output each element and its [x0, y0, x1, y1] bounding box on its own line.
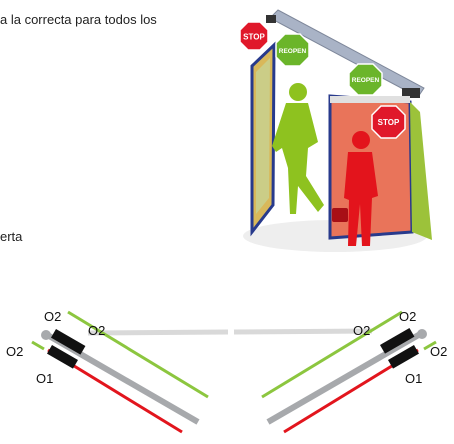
- left-door-glass: [256, 58, 270, 214]
- stop-sign-right-label: STOP: [378, 118, 400, 127]
- right-green-beam-upper: [261, 310, 403, 399]
- right-green-beam-lower: [423, 340, 437, 351]
- left-label-o2-top: O2: [44, 309, 61, 324]
- door-text-fragment: erta: [0, 229, 23, 244]
- header-sensor-left: [266, 15, 276, 23]
- reopen-sign-left: REOPEN: [275, 33, 310, 67]
- intro-text-fragment: a la correcta para todos los: [0, 12, 157, 27]
- person-walking-green: [272, 83, 324, 214]
- header-motor: [402, 88, 420, 98]
- closing-line-right: [233, 328, 373, 335]
- left-green-beam-upper: [67, 310, 209, 399]
- left-pivot: [41, 330, 51, 340]
- right-sensor-o2: [380, 328, 415, 354]
- left-label-o2-mid: O2: [88, 323, 105, 338]
- left-sensor-o2: [51, 329, 86, 355]
- stop-sign-right: STOP: [371, 105, 406, 139]
- reopen-sign-right-label: REOPEN: [352, 77, 380, 84]
- person-standing-red: [332, 131, 378, 246]
- right-label-o2-mid: O2: [353, 323, 370, 338]
- left-green-beam-lower: [31, 340, 45, 351]
- right-label-o2-right: O2: [430, 344, 447, 359]
- closing-line-left: [87, 329, 229, 336]
- right-label-o1: O1: [405, 371, 422, 386]
- reopen-sign-right: REOPEN: [348, 63, 383, 96]
- stop-sign-left-label: STOP: [243, 33, 265, 42]
- stop-sign-left: STOP: [239, 21, 269, 51]
- reopen-sign-left-label: REOPEN: [279, 48, 307, 55]
- right-label-o2-top: O2: [399, 309, 416, 324]
- right-sensor-o1: [387, 345, 419, 369]
- left-label-o1: O1: [36, 371, 53, 386]
- right-door-top-strip: [330, 96, 410, 103]
- right-grey-leaf: [266, 330, 424, 425]
- right-door-side: [410, 102, 432, 240]
- door-illustration: STOP REOPEN REOPEN STOP: [239, 9, 432, 252]
- left-label-o2-left: O2: [6, 344, 23, 359]
- sensor-zone-diagram: O2 O2 O2 O1 O2 O2 O2 O1: [6, 309, 447, 434]
- right-pivot: [417, 329, 427, 339]
- left-sensor-o1: [47, 345, 78, 369]
